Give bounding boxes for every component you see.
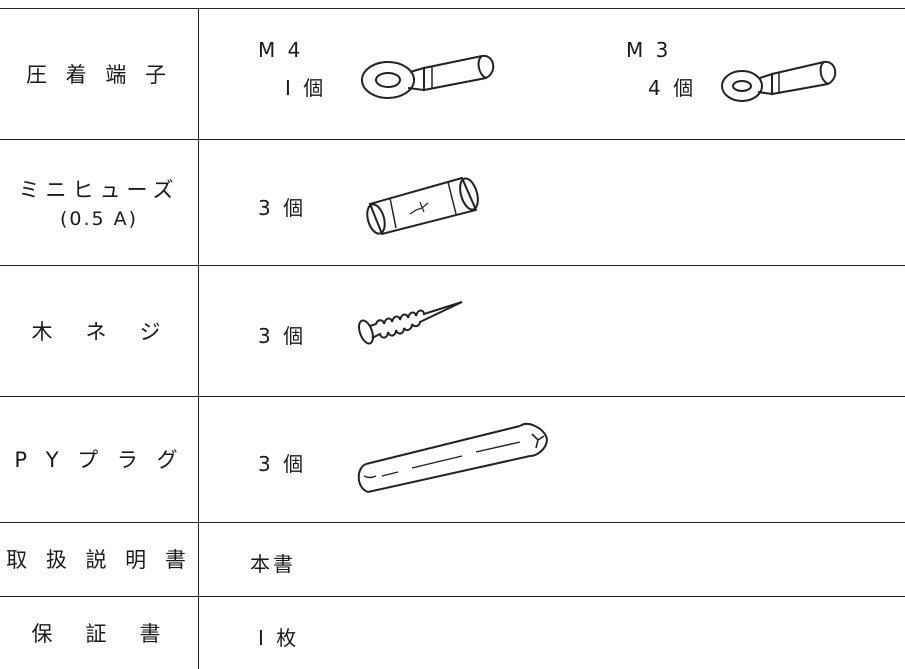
row-label-wood-screw: 木 ネ ジ (0, 265, 198, 396)
qty-manual: 本書 (250, 552, 296, 576)
row-label-py-plug: P Y プ ラ グ (0, 396, 198, 522)
label-subtext: (0.5 A) (59, 208, 139, 230)
spec-m3: M 3 (626, 38, 672, 62)
label-text: 圧 着 端 子 (25, 62, 173, 87)
qty-wood-screw: 3 個 (258, 324, 307, 348)
column-divider (198, 8, 199, 669)
mini-fuse-icon (352, 170, 502, 244)
row-divider (0, 139, 905, 140)
row-label-mini-fuse: ミニヒューズ (0.5 A) (0, 139, 198, 265)
row-label-manual: 取 扱 説 明 書 (0, 522, 198, 596)
row-divider (0, 8, 905, 9)
row-label-warranty: 保 証 書 (0, 596, 198, 669)
qty-warranty: I 枚 (258, 626, 300, 650)
qty-m4: I 個 (285, 76, 327, 100)
label-text: 取 扱 説 明 書 (6, 548, 192, 572)
qty-py-plug: 3 個 (258, 452, 307, 476)
row-divider (0, 265, 905, 266)
row-label-crimp-terminal: 圧 着 端 子 (0, 8, 198, 139)
qty-m3: 4 個 (648, 76, 697, 100)
py-plug-icon (352, 412, 562, 506)
label-text: 木 ネ ジ (31, 319, 167, 344)
ring-terminal-large-icon (352, 46, 512, 110)
label-text: 保 証 書 (31, 621, 167, 646)
row-divider (0, 596, 905, 597)
row-divider (0, 522, 905, 523)
label-text: P Y プ ラ グ (14, 448, 184, 472)
spec-m4: M 4 (258, 38, 304, 62)
qty-fuse: 3 個 (258, 196, 307, 220)
row-divider (0, 396, 905, 397)
ring-terminal-small-icon (716, 48, 856, 112)
label-text: ミニヒューズ (18, 178, 180, 202)
wood-screw-icon (352, 300, 472, 354)
